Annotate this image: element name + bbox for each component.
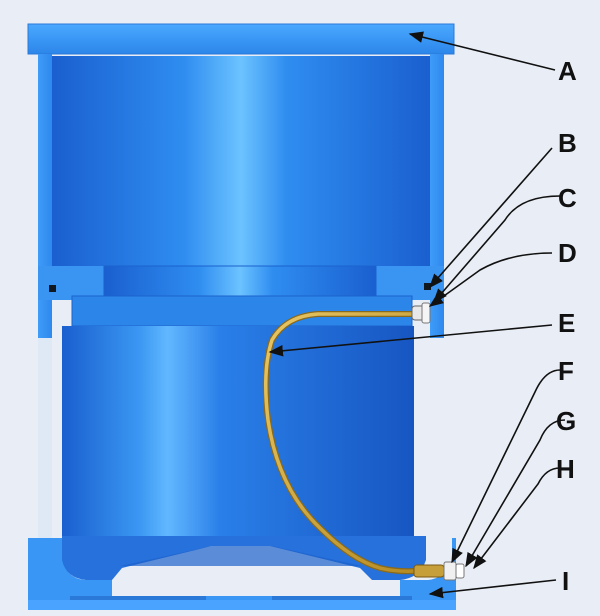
leader-a [408,31,556,71]
leader-b [429,147,553,289]
label-h: H [556,454,575,484]
leader-lines [268,31,566,599]
label-i: I [562,566,569,596]
leader-c [433,195,561,304]
leader-e [268,324,553,357]
lower-fitting-cap [455,563,465,579]
upper-cylinder [52,56,430,266]
hose-highlight [264,312,420,573]
leader-f [451,369,561,564]
seal-right [424,283,431,290]
label-f: F [558,356,574,386]
leader-h [473,467,561,570]
label-e: E [558,308,575,338]
base-cone [62,536,426,580]
piston-top [103,265,377,297]
top-plate [27,23,455,55]
lower-fitting [413,564,445,578]
lower-housing-left-wall [38,338,52,538]
base-plate [28,538,456,600]
seal-left [49,285,56,292]
label-g: G [556,406,576,436]
upper-fitting-nut [421,302,431,324]
lower-fitting-nut [443,561,457,581]
label-d: D [558,238,577,268]
leader-d [428,252,553,307]
label-a: A [558,56,577,86]
base-bottom-slot-left [70,596,206,600]
lower-cylinder [62,326,414,536]
leader-g [465,419,566,568]
base-bottom-slot-right [272,596,412,600]
label-b: B [558,128,577,158]
leader-i [428,579,557,599]
label-c: C [558,183,577,213]
base-bottom-strip [28,600,456,610]
base-cone-face [120,546,362,566]
